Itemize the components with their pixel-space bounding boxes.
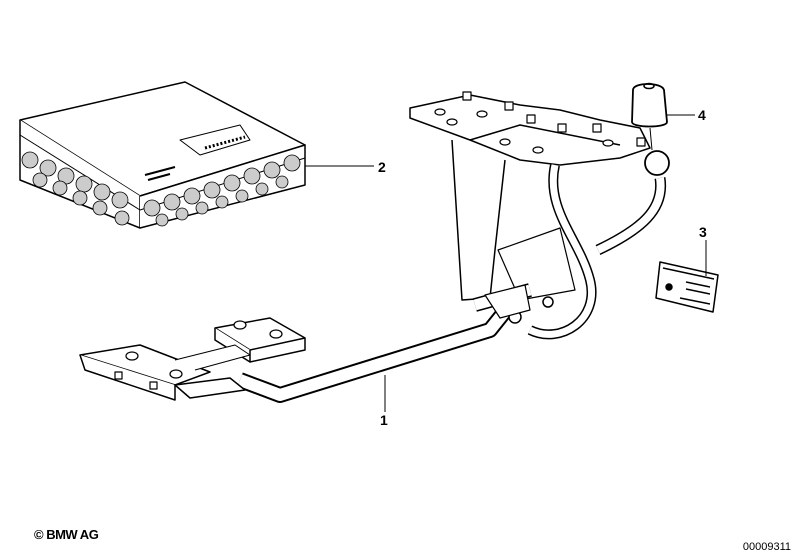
part-2-kit-box[interactable] [19,81,306,229]
diagram-id: 00009311 [742,541,791,553]
callout-1: 1 [380,412,388,428]
copyright: © BMW AG [34,527,99,542]
part-1-tow-bar[interactable] [79,91,670,403]
part-4-ball-cap[interactable] [631,82,668,151]
callout-2: 2 [378,159,386,175]
callout-3: 3 [699,224,707,240]
callout-4: 4 [698,107,706,123]
part-3-label-plate[interactable] [655,261,719,313]
leader-lines [305,114,707,412]
